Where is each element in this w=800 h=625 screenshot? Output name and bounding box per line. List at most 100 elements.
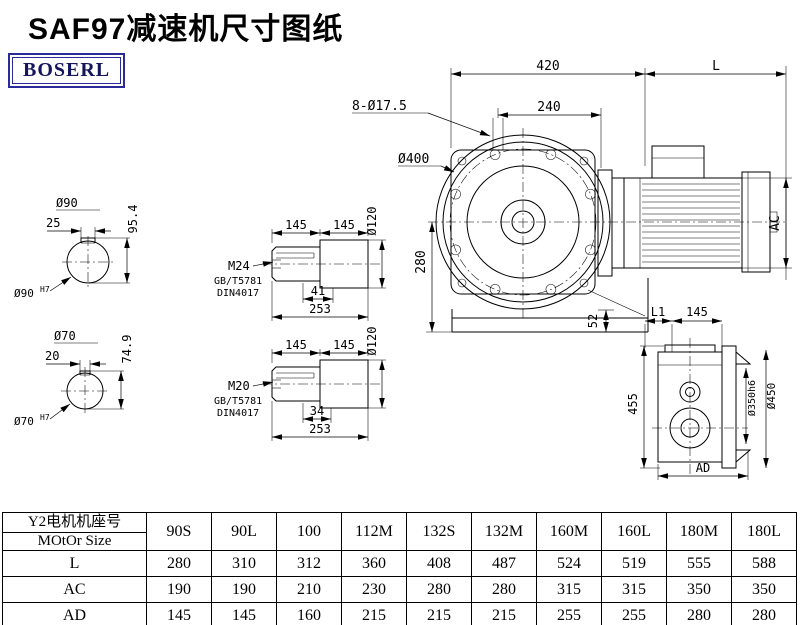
- table-cell: 487: [471, 550, 537, 577]
- key-height-70-label: 74.9: [120, 335, 134, 364]
- shaft-side-view-top: 145 145 Ø120 M24 GB/T5781 DIN4017 41 253: [214, 207, 386, 321]
- std2-top-label: DIN4017: [217, 288, 259, 299]
- bore-90-dia-label: Ø90: [14, 287, 34, 300]
- dim-52-label: 52: [586, 314, 600, 328]
- table-cell: 312: [276, 550, 342, 577]
- std1-bottom-label: GB/T5781: [214, 396, 262, 407]
- key-len-bottom-label: 34: [310, 404, 324, 418]
- row-label: AD: [2, 602, 147, 625]
- dia-350-label: Ø350h6: [746, 380, 758, 416]
- dim-l1-label: L1: [651, 305, 665, 319]
- motor-body: [623, 177, 743, 269]
- table-cell: 315: [536, 576, 602, 603]
- motor-size-header-cn: Y2电机机座号: [3, 514, 146, 533]
- table-cell: 350: [666, 576, 732, 603]
- table-cell: 360: [341, 550, 407, 577]
- table-cell: 350: [731, 576, 797, 603]
- column-header: 180L: [731, 512, 797, 551]
- table-cell: 280: [666, 602, 732, 625]
- len-b-bottom-label: 145: [333, 338, 355, 352]
- row-label: L: [2, 550, 147, 577]
- brand-logo-text: BOSERL: [12, 57, 122, 84]
- motor-size-header-en: MOtOr Size: [37, 533, 112, 549]
- column-header: 132M: [471, 512, 537, 551]
- side-flange: [721, 345, 737, 469]
- key-len-top-label: 41: [311, 284, 325, 298]
- dim-145-label: 145: [686, 305, 708, 319]
- table-row-l: L 280 310 312 360 408 487 524 519 555 58…: [2, 550, 797, 577]
- dim-240-label: 240: [537, 100, 560, 115]
- dia-450-label: Ø450: [765, 383, 778, 410]
- column-header: 112M: [341, 512, 407, 551]
- table-cell: 588: [731, 550, 797, 577]
- bolt-holes-label: 8-Ø17.5: [352, 99, 407, 114]
- shaft-end-view-70: Ø70 20 74.9 Ø70 H7: [14, 329, 134, 428]
- len-a-top-label: 145: [285, 218, 307, 232]
- table-cell: 230: [341, 576, 407, 603]
- dia-400-label: Ø400: [398, 152, 429, 167]
- len-b-top-label: 145: [333, 218, 355, 232]
- dia-90-label: Ø90: [56, 196, 78, 210]
- table-cell: 255: [536, 602, 602, 625]
- sheet-title: SAF97减速机尺寸图纸: [28, 13, 344, 46]
- column-header: 100: [276, 512, 342, 551]
- table-cell: 190: [211, 576, 277, 603]
- shaft-side-view-bottom: 145 145 Ø120 M20 GB/T5781 DIN4017 34 253: [214, 327, 386, 441]
- table-cell: 280: [146, 550, 212, 577]
- len-a-bottom-label: 145: [285, 338, 307, 352]
- motor: [597, 145, 778, 277]
- bore-70-dia-label: Ø70: [14, 415, 34, 428]
- brand-logo: BOSERL: [8, 53, 126, 88]
- table-cell: 210: [276, 576, 342, 603]
- table-cell: 519: [601, 550, 667, 577]
- table-cell: 255: [601, 602, 667, 625]
- table-row-ac: AC 190 190 210 230 280 280 315 315 350 3…: [2, 576, 797, 603]
- table-cell: 408: [406, 550, 472, 577]
- table-cell: 215: [406, 602, 472, 625]
- key-height-90-label: 95.4: [126, 205, 140, 234]
- terminal-box: [651, 145, 705, 179]
- table-cell: 280: [406, 576, 472, 603]
- table-row-ad: AD 145 145 160 215 215 215 255 255 280 2…: [2, 602, 797, 625]
- shaft-end-view-90: Ø90 25 95.4 Ø90 H7: [14, 196, 140, 300]
- key-width-70-label: 20: [45, 349, 59, 363]
- bore-70-tol-label: H7: [40, 413, 50, 422]
- motor-size-table: Y2电机机座号 MOtOr Size 90S 90L 100 112M 132S…: [2, 512, 797, 625]
- motor-size-header-cell: Y2电机机座号 MOtOr Size: [2, 512, 147, 551]
- column-header: 160M: [536, 512, 602, 551]
- column-header: 90L: [211, 512, 277, 551]
- motor-fins: [642, 183, 740, 263]
- dim-280-label: 280: [414, 250, 429, 273]
- column-header: 160L: [601, 512, 667, 551]
- column-header: 180M: [666, 512, 732, 551]
- dia-120-top-label: Ø120: [365, 207, 379, 236]
- key-width-90-label: 25: [46, 216, 60, 230]
- table-cell: 145: [211, 602, 277, 625]
- table-cell: 190: [146, 576, 212, 603]
- row-label: AC: [2, 576, 147, 603]
- total-len-top-label: 253: [309, 302, 331, 316]
- table-cell: 280: [471, 576, 537, 603]
- table-cell: 315: [601, 576, 667, 603]
- table-cell: 310: [211, 550, 277, 577]
- dim-455-label: 455: [626, 393, 640, 415]
- thread-m20-label: M20: [228, 379, 250, 393]
- column-header: 90S: [146, 512, 212, 551]
- table-cell: 524: [536, 550, 602, 577]
- table-cell: 280: [731, 602, 797, 625]
- front-view: 420 L 240 8-Ø17.5 Ø400 280 52 AC: [352, 59, 792, 333]
- dim-l-label: L: [712, 59, 720, 74]
- table-cell: 160: [276, 602, 342, 625]
- column-header: 132S: [406, 512, 472, 551]
- std2-bottom-label: DIN4017: [217, 408, 259, 419]
- dim-ad-label: AD: [696, 461, 710, 475]
- table-cell: 145: [146, 602, 212, 625]
- table-cell: 215: [341, 602, 407, 625]
- std1-top-label: GB/T5781: [214, 276, 262, 287]
- table-header-row: Y2电机机座号 MOtOr Size 90S 90L 100 112M 132S…: [2, 512, 797, 551]
- side-view: L1 145 455 Ø350h6 Ø450 AD: [626, 305, 778, 480]
- dim-ac-label: AC: [768, 215, 783, 231]
- total-len-bottom-label: 253: [309, 422, 331, 436]
- bore-90-tol-label: H7: [40, 285, 50, 294]
